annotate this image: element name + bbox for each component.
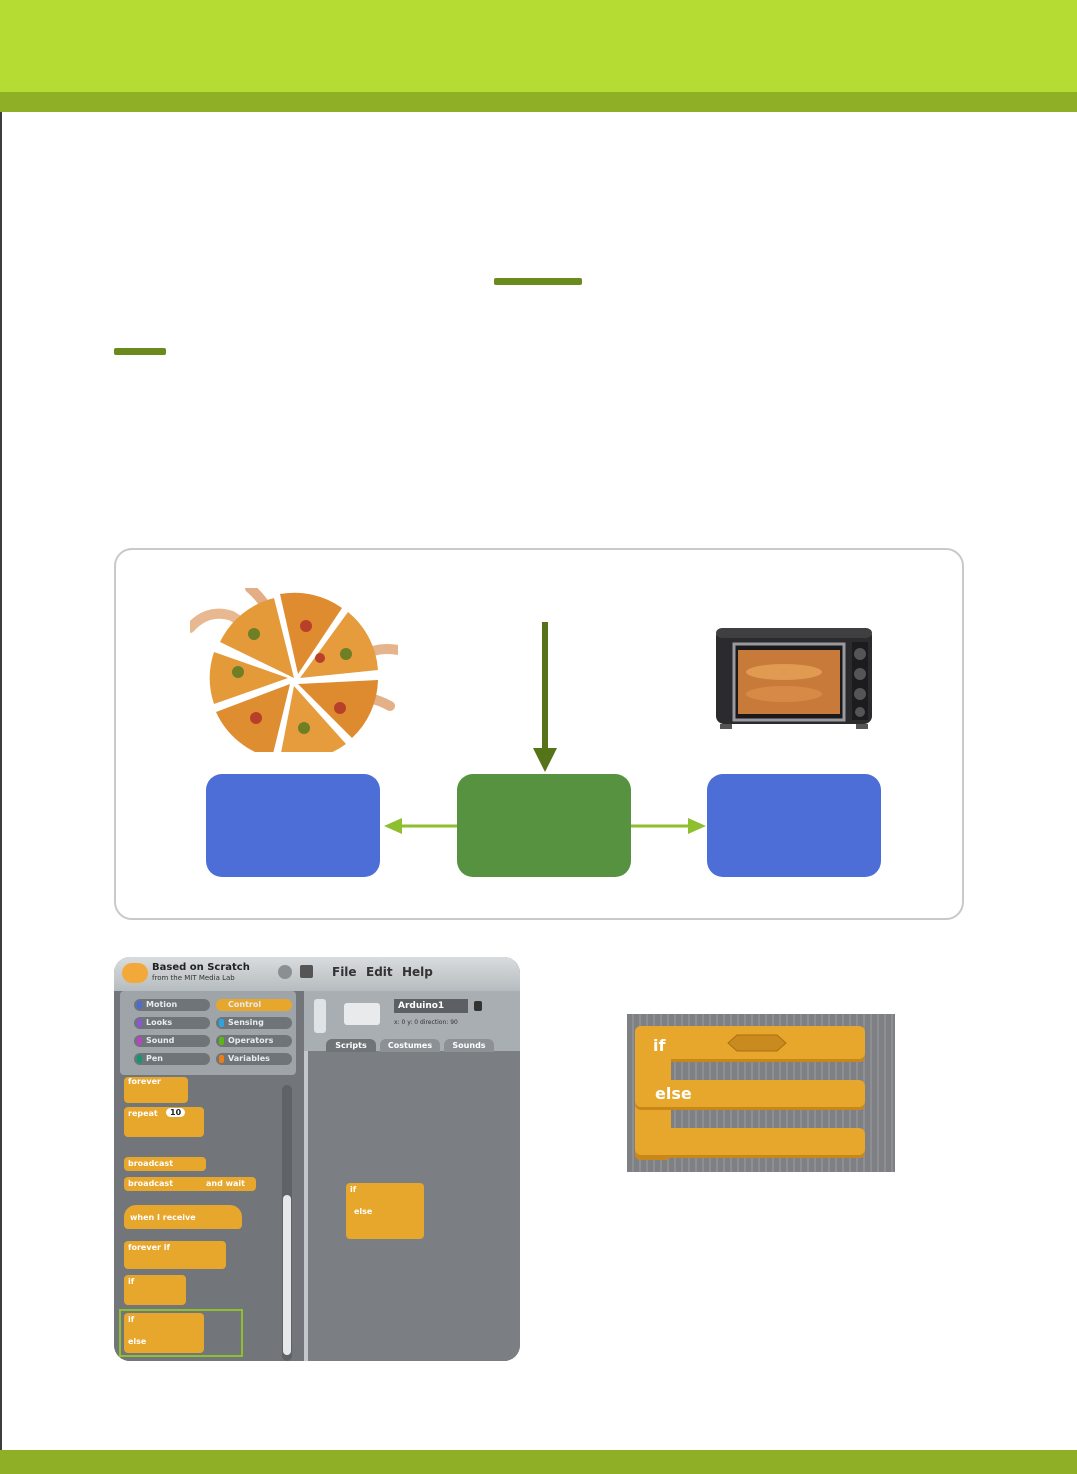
- if-else-middle-arm: [635, 1080, 865, 1110]
- scratch-logo-icon: [122, 963, 148, 983]
- category-variables[interactable]: Variables: [216, 1053, 292, 1065]
- palette-block-if-else-if-label: if: [128, 1315, 135, 1324]
- sprite-thumbnail-icon: [344, 1003, 380, 1025]
- script-block-if-label: if: [350, 1185, 357, 1194]
- palette-scrollbar-thumb[interactable]: [283, 1195, 291, 1355]
- header-bar: [0, 0, 1077, 92]
- left-border-line: [0, 112, 2, 1450]
- palette-block-when-receive-label: when I receive: [130, 1213, 196, 1222]
- header-underline-bar: [0, 92, 1077, 112]
- menu-help[interactable]: Help: [402, 965, 433, 979]
- palette-block-if-label: if: [128, 1277, 135, 1286]
- category-sensing[interactable]: Sensing: [216, 1017, 292, 1029]
- palette-block-broadcast-wait[interactable]: [124, 1177, 256, 1191]
- blank-dash-2: [114, 348, 166, 355]
- palette-block-when-receive[interactable]: [124, 1205, 242, 1229]
- palette-block-forever-if[interactable]: [124, 1241, 226, 1269]
- category-control[interactable]: Control: [216, 999, 292, 1011]
- palette-block-forever[interactable]: [124, 1077, 188, 1103]
- sprite-name-field[interactable]: Arduino1: [394, 999, 468, 1013]
- palette-block-repeat[interactable]: [124, 1107, 204, 1137]
- stage-controls[interactable]: [314, 999, 326, 1033]
- lock-icon[interactable]: [474, 1001, 482, 1011]
- tab-sounds[interactable]: Sounds: [444, 1039, 494, 1052]
- tab-scripts[interactable]: Scripts: [326, 1039, 376, 1052]
- scratch-screenshot: Based on Scratch from the MIT Media Lab …: [114, 957, 520, 1361]
- palette-block-broadcast-wait-suffix: and wait: [206, 1179, 245, 1188]
- right-blue-box: [707, 774, 881, 877]
- scratch-subtitle: from the MIT Media Lab: [152, 974, 235, 982]
- if-else-bottom-arm: [635, 1128, 865, 1158]
- script-block-if-else[interactable]: [346, 1183, 424, 1239]
- palette-block-if-else-else-label: else: [128, 1337, 147, 1346]
- palette-scrollbar[interactable]: [282, 1085, 292, 1361]
- palette-block-repeat-label: repeat: [128, 1109, 158, 1118]
- category-looks[interactable]: Looks: [134, 1017, 210, 1029]
- repeat-count[interactable]: 10: [166, 1108, 186, 1117]
- save-icon[interactable]: [300, 965, 313, 978]
- category-sound[interactable]: Sound: [134, 1035, 210, 1047]
- sprite-info: x: 0 y: 0 direction: 90: [394, 1019, 458, 1026]
- footer-bar: [0, 1450, 1077, 1474]
- palette-block-if-else[interactable]: [124, 1313, 204, 1353]
- if-else-block-zoom: if else: [627, 1014, 895, 1172]
- menu-file[interactable]: File: [332, 965, 357, 979]
- palette-block-broadcast[interactable]: [124, 1157, 206, 1171]
- tab-costumes[interactable]: Costumes: [380, 1039, 440, 1052]
- globe-icon[interactable]: [278, 965, 292, 979]
- palette-block-forever-label: forever: [128, 1077, 161, 1086]
- category-motion[interactable]: Motion: [134, 999, 210, 1011]
- scripts-area[interactable]: [304, 991, 520, 1361]
- palette-block-forever-if-label: forever if: [128, 1243, 170, 1252]
- if-label: if: [653, 1036, 666, 1055]
- category-pen[interactable]: Pen: [134, 1053, 210, 1065]
- menu-edit[interactable]: Edit: [366, 965, 393, 979]
- blank-dash-1: [494, 278, 582, 285]
- category-operators[interactable]: Operators: [216, 1035, 292, 1047]
- condition-slot[interactable]: [727, 1034, 787, 1052]
- else-label: else: [655, 1084, 692, 1103]
- palette-block-if[interactable]: [124, 1275, 186, 1305]
- palette-highlight-box: [119, 1309, 243, 1357]
- script-block-else-label: else: [354, 1207, 373, 1216]
- scratch-toolbar: Based on Scratch from the MIT Media Lab …: [114, 957, 520, 991]
- center-green-box: [457, 774, 631, 877]
- palette-block-broadcast-label: broadcast: [128, 1159, 174, 1168]
- category-panel: Motion Looks Sound Pen Control Sensing O…: [120, 991, 296, 1075]
- left-blue-box: [206, 774, 380, 877]
- scratch-title: Based on Scratch: [152, 962, 250, 973]
- pizza-photo: [190, 588, 398, 752]
- palette-block-broadcast-wait-label: broadcast: [128, 1179, 174, 1188]
- oven-photo: [714, 624, 874, 730]
